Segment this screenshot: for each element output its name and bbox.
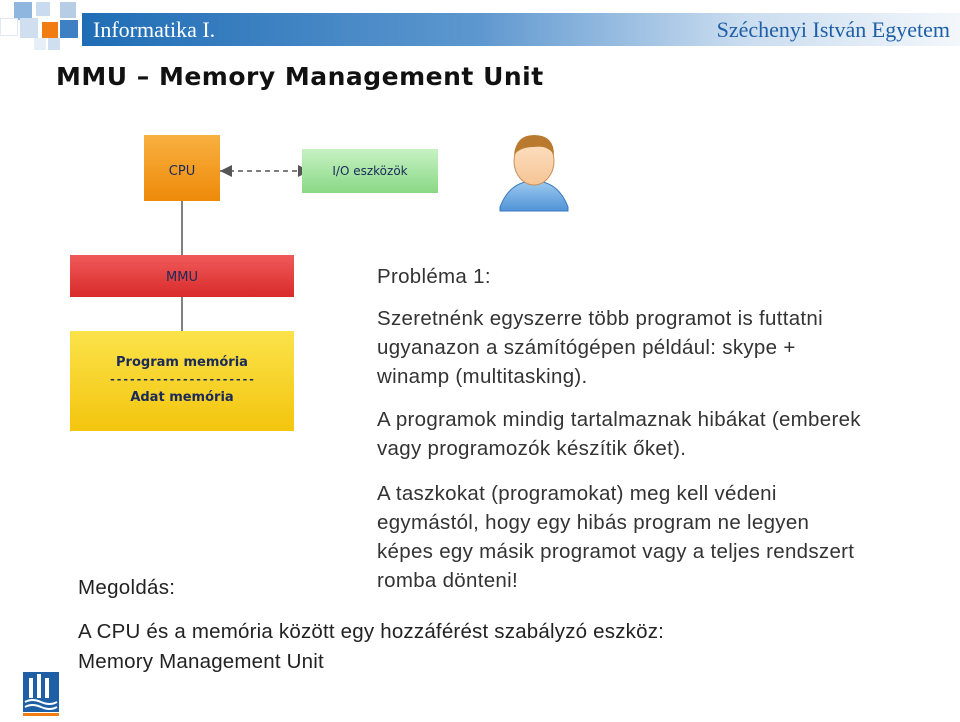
text-line: Szeretnénk egyszerre több programot is f…	[377, 307, 823, 330]
paragraph-protection: A taszkokat (programokat) meg kell véden…	[377, 479, 947, 595]
memory-block	[70, 331, 294, 431]
text-line: vagy programozók készítik őket).	[377, 437, 687, 460]
slide-title: MMU – Memory Management Unit	[56, 62, 544, 91]
university-logo-icon	[20, 668, 62, 718]
university-name: Széchenyi István Egyetem	[716, 17, 950, 42]
memory-separator: ----------------------	[109, 373, 255, 386]
header-bar	[82, 13, 960, 46]
course-title: Informatika I.	[93, 17, 216, 42]
slide-header: Informatika I. Széchenyi István Egyetem	[0, 0, 960, 50]
text-line: winamp (multitasking).	[377, 365, 588, 388]
paragraph-bugs: A programok mindig tartalmaznak hibákat …	[377, 405, 947, 463]
io-block	[302, 149, 438, 193]
mmu-block	[70, 255, 294, 297]
mmu-diagram: CPU I/O eszközök MMU Program memória ---…	[70, 135, 569, 431]
mmu-label: MMU	[166, 270, 198, 285]
text-line: A taszkokat (programokat) meg kell véden…	[377, 482, 777, 505]
arrow-head-left-icon	[220, 165, 232, 177]
text-line: Memory Management Unit	[78, 650, 324, 673]
text-line: ugyanazon a számítógépen például: skype …	[377, 336, 796, 359]
cpu-label: CPU	[169, 164, 195, 179]
text-line: képes egy másik programot vagy a teljes …	[377, 540, 855, 563]
text-line: egymástól, hogy egy hibás program ne leg…	[377, 511, 810, 534]
paragraph-multitasking: Szeretnénk egyszerre több programot is f…	[377, 304, 937, 391]
cpu-block	[144, 135, 220, 201]
decorative-squares-logo	[0, 0, 84, 52]
text-line: A CPU és a memória között egy hozzáférés…	[78, 620, 665, 643]
data-memory-label: Adat memória	[130, 390, 233, 405]
program-memory-label: Program memória	[116, 355, 248, 370]
text-line: A programok mindig tartalmaznak hibákat …	[377, 408, 861, 431]
solution-label: Megoldás:	[78, 576, 176, 599]
solution-text: A CPU és a memória között egy hozzáférés…	[78, 617, 664, 677]
user-icon	[499, 135, 569, 212]
text-line: romba dönteni!	[377, 569, 518, 592]
io-label: I/O eszközök	[332, 164, 407, 178]
problem-title: Probléma 1:	[377, 265, 491, 288]
